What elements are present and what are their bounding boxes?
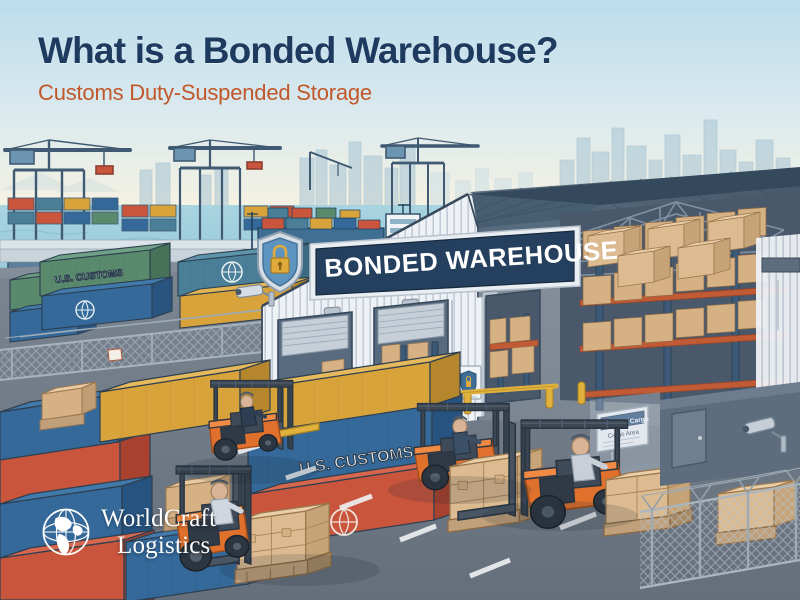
loading-bay-3 [485,289,541,405]
wall-vent [761,257,800,273]
security-camera-facade [235,284,275,307]
pallet-load-4 [234,502,332,585]
page-title: What is a Bonded Warehouse? [38,30,559,71]
pallet-racking [579,207,791,411]
globe-icon [42,508,90,556]
forklift-3 [447,419,629,534]
cargo-sign-body: Cargo Area [607,429,640,440]
page-subtitle: Customs Duty-Suspended Storage [38,79,372,105]
forklift-4 [175,465,332,585]
perimeter-fence-mid [0,305,301,381]
forklift-driver-1 [239,391,267,428]
brand-logo: WorldCraft Logistics [40,506,216,558]
service-door [671,408,707,469]
ground-shadows [180,456,638,586]
container-globe-blue [41,276,173,331]
header-block: What is a Bonded Warehouse? Customs Duty… [38,30,559,106]
forklift-1 [208,379,320,461]
brand-line-1: WorldCraft [101,505,217,532]
brand-line-2: Logistics [117,532,211,559]
shield-lock-emblem [257,230,303,294]
forklift-driver-2 [452,415,482,456]
forklift-driver-4 [209,479,244,526]
bonded-warehouse-sign: BONDED WAREHOUSE [309,225,619,301]
fence-warning-sign [107,348,123,362]
forklift-driver-3 [570,433,608,482]
security-camera-right [742,416,787,453]
right-perimeter [639,382,800,590]
